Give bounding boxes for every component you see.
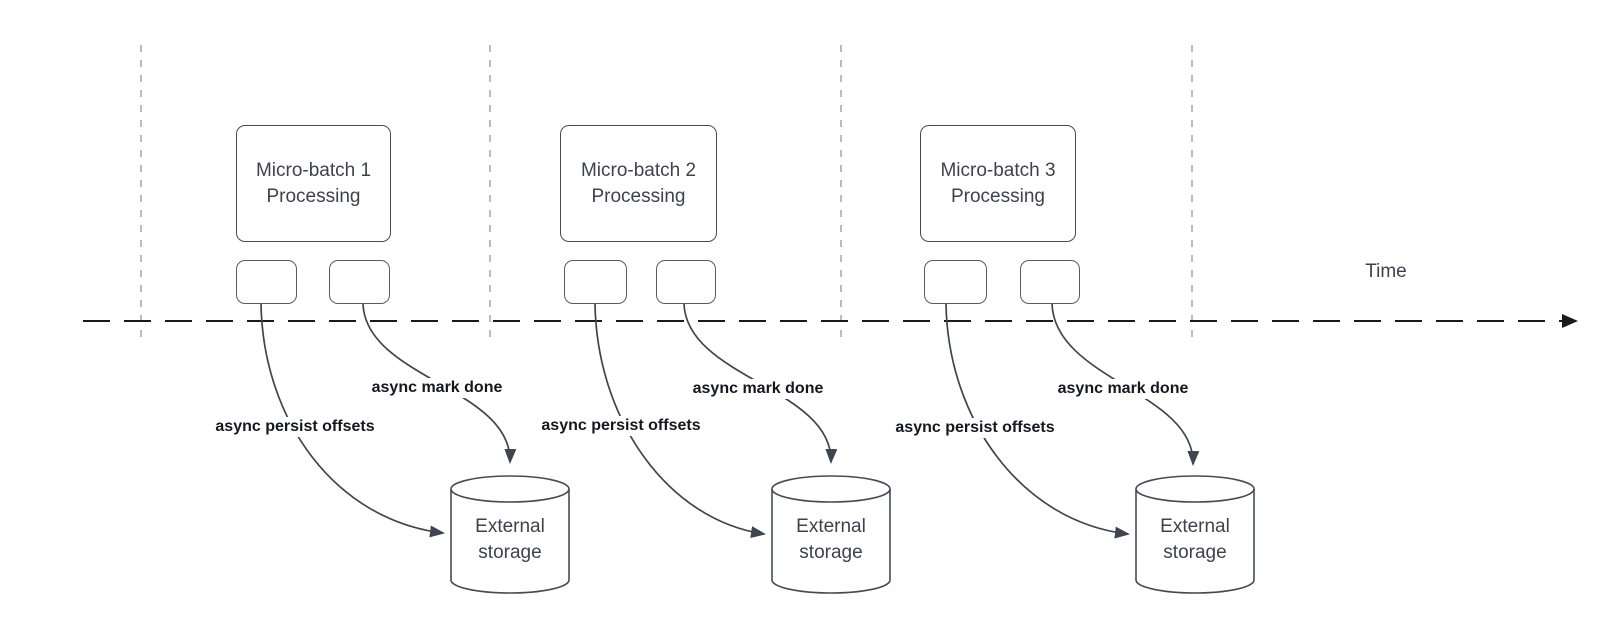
micro-batch-1-title: Micro-batch 1 Processing	[255, 159, 372, 207]
timeline-arrowhead-icon	[1562, 314, 1578, 328]
offset-box-1-right	[329, 260, 390, 304]
persist-offsets-label-1: async persist offsets	[212, 417, 378, 437]
offset-box-3-right	[1020, 260, 1080, 304]
persist-offsets-arrow-2	[594, 303, 766, 539]
micro-batch-3-title: Micro-batch 3 Processing	[940, 159, 1056, 207]
persist-offsets-label-2: async persist offsets	[538, 416, 704, 436]
offset-box-1-left	[236, 260, 297, 304]
mark-done-label-1: async mark done	[368, 378, 506, 398]
external-storage-label-2: External storage	[796, 516, 866, 563]
external-storage-cylinder-1	[450, 475, 570, 594]
offset-box-2-left	[564, 260, 627, 304]
micro-batch-2-title: Micro-batch 2 Processing	[580, 159, 697, 207]
external-storage-label-3: External storage	[1160, 516, 1230, 563]
offset-box-2-right	[656, 260, 716, 304]
micro-batch-2-box: Micro-batch 2 Processing	[560, 125, 717, 242]
external-storage-label-1: External storage	[475, 516, 545, 563]
persist-offsets-label-3: async persist offsets	[892, 418, 1058, 438]
time-label: Time	[1365, 261, 1407, 282]
external-storage-cylinder-3	[1135, 475, 1255, 594]
external-storage-cylinder-2	[771, 475, 891, 594]
persist-offsets-arrow-3	[945, 303, 1130, 539]
persist-offsets-arrow-1	[260, 303, 445, 538]
micro-batch-1-box: Micro-batch 1 Processing	[236, 125, 391, 242]
mark-done-label-2: async mark done	[689, 379, 827, 399]
micro-batch-3-box: Micro-batch 3 Processing	[920, 125, 1076, 242]
mark-done-label-3: async mark done	[1054, 379, 1192, 399]
offset-box-3-left	[924, 260, 987, 304]
